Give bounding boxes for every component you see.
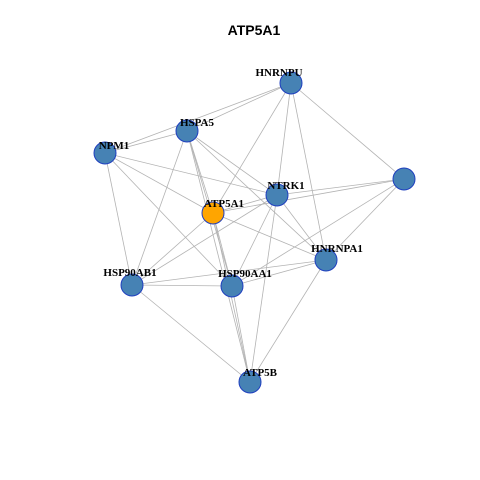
node-layer <box>93 71 416 394</box>
node-ntrk1 <box>265 183 289 207</box>
node-label-hspa5: HSPA5 <box>180 117 215 129</box>
edge-hspa5-hsp90ab1 <box>131 130 188 286</box>
edge-hnrnpa1-hsp90aa1 <box>231 259 327 287</box>
node-atp5a1 <box>201 201 225 225</box>
node-label-hsp90ab1: HSP90AB1 <box>103 267 156 279</box>
node-unlabeled <box>392 167 416 191</box>
label-layer: HNRNPU HSPA5NPM1NTRK1ATP5A1HNRNPA1HSP90AB… <box>99 67 363 379</box>
edge-npm1-hsp90aa1 <box>104 152 233 287</box>
edge-atp5a1-hsp90ab1 <box>131 212 214 286</box>
edge-hspa5-npm1 <box>104 130 188 154</box>
node-label-npm1: NPM1 <box>99 140 130 152</box>
node-label-hnrnpu: HNRNPU <box>255 67 302 79</box>
edge-ntrk1-atp5b <box>249 194 278 383</box>
edge-hnrnpu-unlabeled <box>290 82 405 180</box>
edge-unlabeled-atp5a1 <box>212 178 405 214</box>
edge-ntrk1-hnrnpa1 <box>276 194 327 261</box>
edge-unlabeled-hnrnpa1 <box>325 178 405 261</box>
graph-title: ATP5A1 <box>228 22 281 38</box>
node-hspa5 <box>175 119 199 143</box>
edge-hspa5-atp5b <box>186 130 251 383</box>
edge-npm1-ntrk1 <box>104 152 278 196</box>
node-hnrnpu <box>279 71 303 95</box>
node-hsp90aa1 <box>220 274 244 298</box>
edge-atp5a1-hnrnpa1 <box>212 212 327 261</box>
edge-npm1-hsp90ab1 <box>104 152 133 286</box>
edge-layer <box>104 82 405 383</box>
edge-unlabeled-ntrk1 <box>276 178 405 196</box>
node-label-ntrk1: NTRK1 <box>267 180 304 192</box>
edge-hnrnpa1-atp5b <box>249 259 327 383</box>
edge-hnrnpu-hspa5 <box>186 82 292 132</box>
edge-atp5a1-atp5b <box>212 212 251 383</box>
edge-hnrnpu-npm1 <box>104 82 292 154</box>
edge-atp5a1-hsp90aa1 <box>212 212 233 287</box>
node-label-atp5a1: ATP5A1 <box>204 198 244 210</box>
node-hsp90ab1 <box>120 273 144 297</box>
edge-hsp90ab1-hsp90aa1 <box>131 284 233 287</box>
edge-hnrnpu-hnrnpa1 <box>290 82 327 261</box>
node-label-hnrnpa1: HNRNPA1 <box>311 243 363 255</box>
edge-npm1-atp5a1 <box>104 152 214 214</box>
edge-hsp90ab1-atp5b <box>131 284 251 383</box>
edge-hnrnpu-atp5a1 <box>212 82 292 214</box>
node-npm1 <box>93 141 117 165</box>
node-label-hsp90aa1: HSP90AA1 <box>218 268 272 280</box>
edge-hnrnpu-ntrk1 <box>276 82 292 196</box>
node-atp5b <box>238 370 262 394</box>
edge-hspa5-hnrnpa1 <box>186 130 327 261</box>
edge-hnrnpa1-hsp90ab1 <box>131 259 327 286</box>
edge-ntrk1-hsp90ab1 <box>131 194 278 286</box>
edge-hsp90aa1-atp5b <box>231 285 251 383</box>
edge-hspa5-ntrk1 <box>186 130 278 196</box>
node-label-atp5b: ATP5B <box>243 367 278 379</box>
node-hnrnpa1 <box>314 248 338 272</box>
